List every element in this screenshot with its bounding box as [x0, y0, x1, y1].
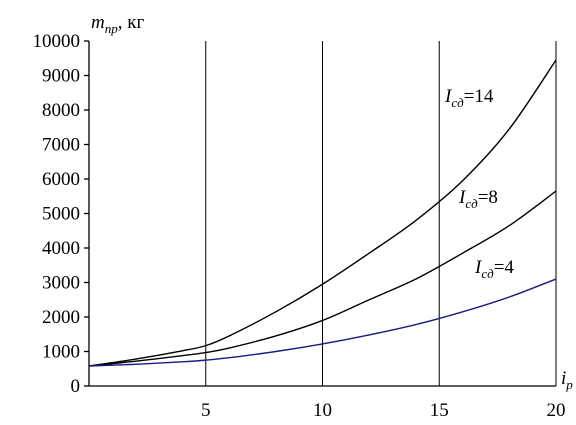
series-layer: [88, 59, 557, 367]
x-tick-layer: 5 10 15 20: [201, 400, 566, 421]
series-label-i8: Iсд=8: [458, 187, 498, 211]
grid-layer: [205, 41, 557, 386]
y-tick-label-2000: 2000: [42, 307, 80, 328]
y-tick-label-9000: 9000: [42, 66, 80, 87]
y-axis-label: mпр, кг: [91, 12, 144, 36]
y-tick-label-8000: 8000: [42, 100, 80, 121]
y-tick-label-0: 0: [71, 376, 81, 397]
y-tick-label-7000: 7000: [42, 135, 80, 156]
y-tick-layer: 0 1000 2000 3000 4000 5000 6000 7000 8000 9000 100…: [33, 31, 89, 397]
x-axis-label: iр: [561, 368, 573, 392]
x-tick-label-20: 20: [547, 400, 566, 421]
x-tick-label-10: 10: [313, 400, 332, 421]
y-tick-label-1000: 1000: [42, 342, 80, 363]
x-tick-label-15: 15: [430, 400, 449, 421]
series-line-2: [88, 278, 557, 367]
series-label-i4: Iсд=4: [474, 257, 514, 281]
y-tick-label-6000: 6000: [42, 169, 80, 190]
y-tick-label-3000: 3000: [42, 273, 80, 294]
y-tick-label-10000: 10000: [33, 31, 81, 52]
series-label-i14: Iсд=14: [444, 86, 494, 110]
x-tick-label-5: 5: [201, 400, 211, 421]
series-line-0: [88, 59, 557, 367]
y-tick-label-5000: 5000: [42, 204, 80, 225]
series-line-1: [88, 190, 557, 367]
y-tick-label-4000: 4000: [42, 238, 80, 259]
